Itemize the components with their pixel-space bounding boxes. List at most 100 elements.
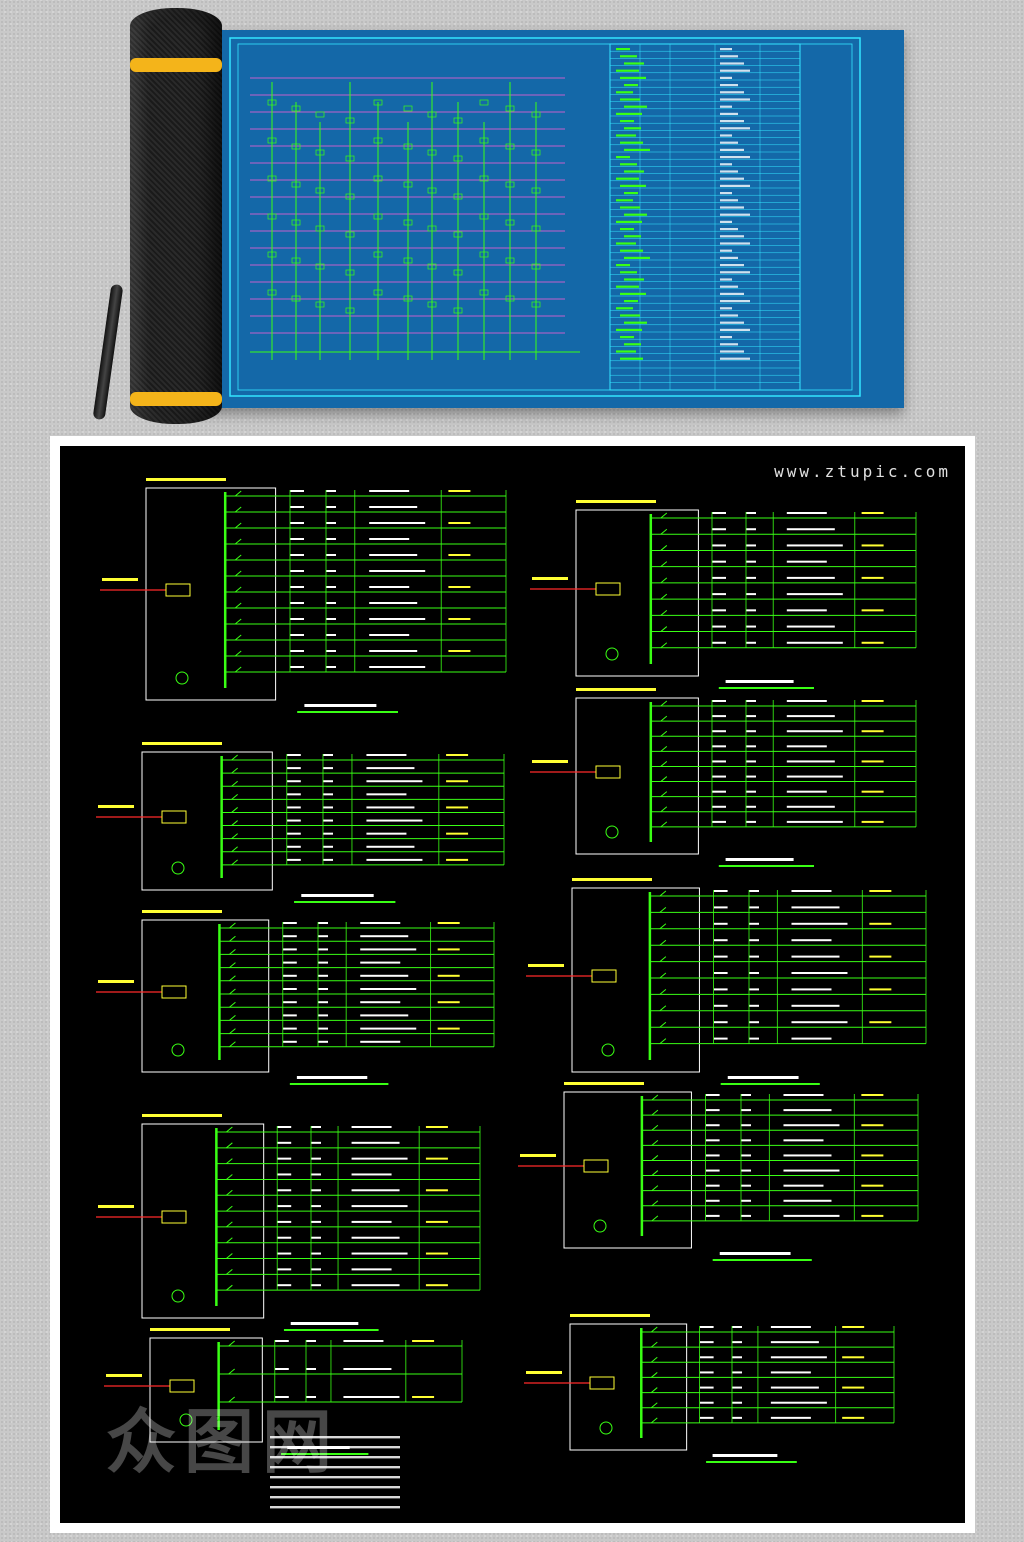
- riser-box-symbol: [291, 257, 301, 264]
- breaker-rating-mark: [741, 1199, 751, 1202]
- circuit-id-mark: [713, 955, 728, 958]
- cable-spec-mark: [783, 1109, 832, 1112]
- schedule-value-mark: [720, 249, 732, 252]
- distribution-panel-p4: [96, 1114, 481, 1331]
- schedule-entry-mark: [616, 220, 642, 223]
- meter-symbol: [593, 1219, 607, 1233]
- riser-box-symbol: [315, 187, 325, 194]
- breaker-rating-mark: [749, 972, 759, 974]
- distribution-panel-p9: [518, 1082, 919, 1261]
- breaker-contact: [650, 1372, 658, 1378]
- circuit-id-mark: [282, 974, 297, 977]
- meter-symbol: [175, 671, 189, 685]
- distribution-panel-p1: [100, 478, 507, 713]
- cable-spec-mark: [786, 760, 835, 763]
- cable-spec-mark: [786, 745, 827, 748]
- breaker-rating-mark: [741, 1109, 751, 1112]
- cable-spec-mark: [786, 805, 835, 808]
- load-name-mark: [437, 1001, 460, 1004]
- schedule-value-mark: [720, 314, 738, 317]
- circuit-id-mark: [290, 586, 304, 588]
- schedule-entry-mark: [616, 134, 636, 137]
- breaker-contact: [229, 975, 236, 982]
- breaker-contact: [226, 1205, 233, 1212]
- feeder-label-mark: [102, 578, 138, 581]
- breaker-rating-mark: [306, 1340, 316, 1342]
- schedule-entry-mark: [624, 235, 641, 238]
- schedule-value-mark: [720, 69, 750, 72]
- meter-symbol: [171, 1043, 185, 1057]
- watermark-url: www.ztupic.com: [774, 462, 951, 481]
- panel-enclosure: [145, 487, 277, 701]
- load-name-mark: [861, 544, 884, 547]
- cable-spec-mark: [343, 1368, 392, 1370]
- cable-spec-mark: [351, 1268, 392, 1271]
- circuit-id-mark: [274, 1396, 289, 1398]
- feeder-label-mark: [98, 980, 134, 983]
- cable-spec-mark: [791, 1021, 848, 1024]
- breaker-contact: [660, 730, 668, 737]
- schedule-value-mark: [720, 285, 738, 288]
- riser-box-symbol: [373, 213, 383, 220]
- schedule-value-mark: [720, 120, 744, 123]
- cable-spec-mark: [783, 1214, 840, 1217]
- circuit-id-mark: [290, 602, 304, 604]
- load-name-mark: [448, 490, 471, 492]
- breaker-rating-mark: [732, 1401, 742, 1404]
- riser-box-symbol: [315, 263, 325, 270]
- circuit-id-mark: [712, 641, 726, 644]
- riser-box-symbol: [345, 231, 355, 238]
- schedule-entry-mark: [624, 84, 638, 87]
- breaker-contact: [226, 1221, 233, 1228]
- circuit-id-mark: [712, 715, 726, 718]
- load-name-mark: [861, 1154, 884, 1157]
- breaker-rating-mark: [326, 538, 336, 540]
- schedule-value-mark: [720, 292, 744, 295]
- schedule-value-mark: [720, 177, 744, 180]
- schedule-entry-mark: [624, 192, 638, 195]
- schedule-entry-mark: [624, 256, 650, 259]
- riser-box-symbol: [267, 175, 277, 182]
- breaker-contact: [651, 1109, 659, 1116]
- breaker-rating-mark: [746, 760, 756, 763]
- riser-box-symbol: [505, 143, 515, 150]
- breaker-rating-mark: [326, 554, 336, 556]
- circuit-id-mark: [712, 730, 726, 733]
- cable-spec-mark: [343, 1396, 400, 1398]
- breaker-contact: [660, 806, 668, 813]
- riser-box-symbol: [479, 289, 489, 296]
- load-name-mark: [446, 832, 469, 835]
- riser-box-symbol: [373, 289, 383, 296]
- circuit-id-mark: [712, 820, 726, 823]
- cable-spec-mark: [786, 576, 835, 579]
- breaker-contact: [650, 1402, 658, 1409]
- cable-spec-mark: [351, 1236, 400, 1239]
- breaker-contact: [659, 890, 667, 897]
- roll-band-bottom: [130, 392, 222, 406]
- load-name-mark: [861, 700, 884, 702]
- breaker-rating-mark: [746, 528, 756, 531]
- riser-box-symbol: [403, 143, 413, 150]
- feeder-label-mark: [520, 1154, 556, 1157]
- schedule-value-mark: [720, 98, 750, 101]
- breaker-contact: [234, 490, 242, 497]
- riser-box-symbol: [403, 181, 413, 188]
- main-breaker-symbol: [591, 969, 617, 983]
- cable-spec-mark: [791, 972, 848, 974]
- meter-symbol: [605, 647, 619, 661]
- blueprint-sheet: [200, 30, 904, 408]
- circuit-id-mark: [705, 1139, 720, 1142]
- breaker-rating-mark: [311, 1205, 321, 1208]
- breaker-rating-mark: [732, 1356, 742, 1359]
- panel-title-mark: [146, 478, 226, 481]
- load-name-mark: [842, 1416, 865, 1419]
- breaker-contact: [650, 1341, 658, 1348]
- panel-title-mark: [572, 878, 652, 881]
- cable-spec-mark: [783, 1139, 824, 1142]
- breaker-rating-mark: [741, 1094, 751, 1096]
- breaker-contact: [234, 522, 242, 529]
- cable-spec-mark: [786, 775, 843, 778]
- cable-spec-mark: [360, 922, 401, 924]
- load-name-mark: [437, 974, 460, 977]
- circuit-id-mark: [712, 576, 726, 579]
